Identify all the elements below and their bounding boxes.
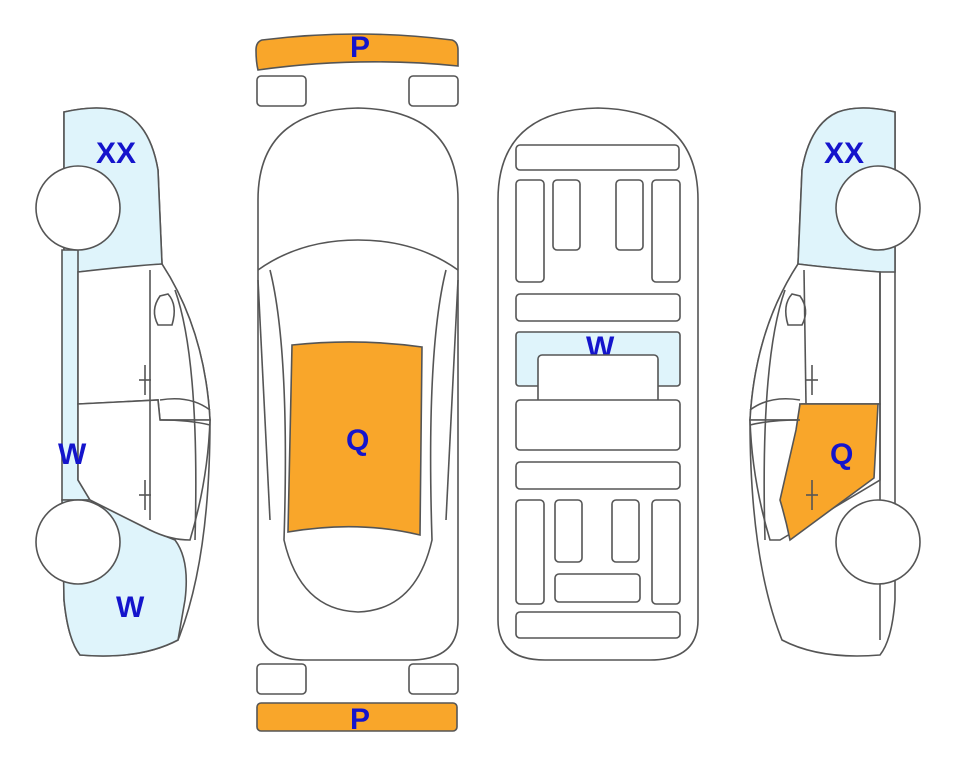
right-rear-door-panel: [779, 403, 879, 542]
front-bumper-label: P: [350, 31, 370, 64]
left-front-door: [77, 263, 211, 421]
roof-label: Q: [346, 424, 369, 457]
front-bumper: [255, 33, 459, 71]
rear-bumper: [256, 702, 458, 732]
top-view: P Q P: [255, 31, 459, 736]
left-rear-door: [77, 399, 211, 541]
left-door-label: W: [58, 438, 87, 471]
left-side-view: XX W W: [35, 107, 211, 657]
rear-bumper-label: P: [350, 703, 370, 736]
right-front-wheel: [835, 165, 921, 251]
right-upper-label: XX: [824, 137, 864, 170]
underside-view: W: [497, 107, 699, 661]
right-rear-wheel: [835, 499, 921, 585]
right-front-door: [749, 263, 881, 421]
right-side-view: Q XX: [749, 107, 921, 657]
left-upper-label: XX: [96, 137, 136, 170]
left-lower-label: W: [116, 591, 145, 624]
roof-panel: [287, 341, 423, 537]
left-front-wheel: [35, 165, 121, 251]
right-door-label: Q: [830, 438, 853, 471]
left-rear-wheel: [35, 499, 121, 585]
